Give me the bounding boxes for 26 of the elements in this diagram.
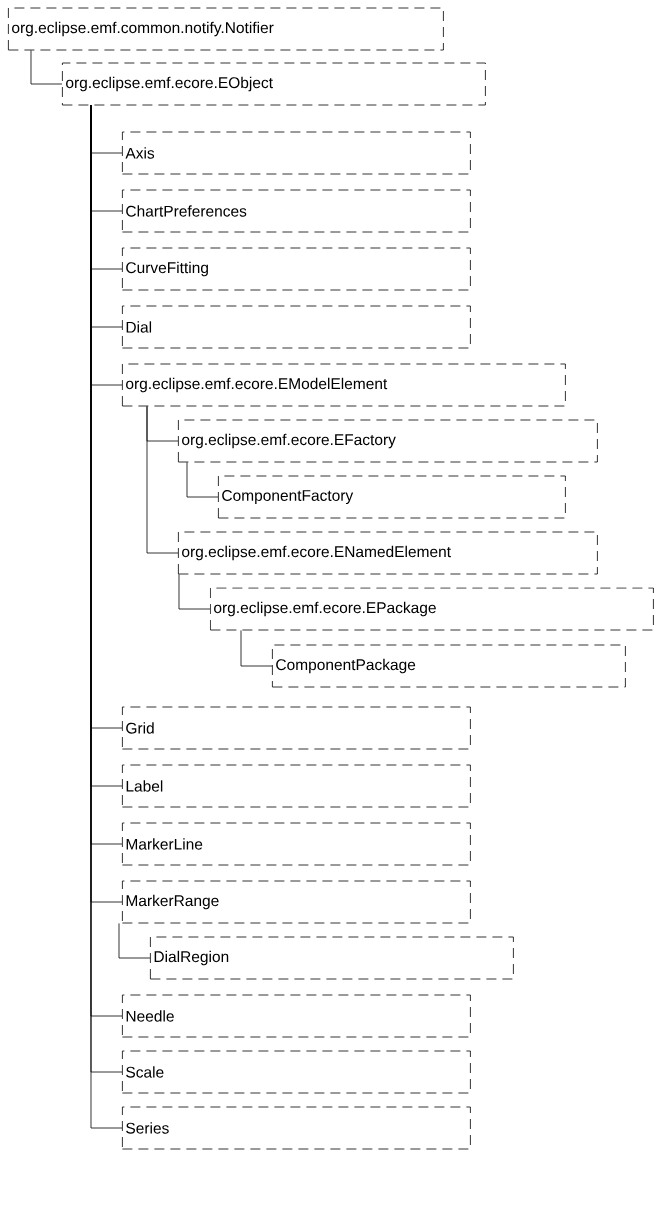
tree-connector — [240, 630, 273, 667]
class-box: ChartPreferences — [122, 189, 471, 233]
class-box: org.eclipse.emf.ecore.ENamedElement — [178, 531, 598, 575]
class-box: Grid — [122, 706, 471, 750]
tree-connector — [118, 923, 151, 959]
class-box: Series — [122, 1106, 471, 1150]
class-box: Dial — [122, 305, 471, 349]
class-box: org.eclipse.emf.ecore.EModelElement — [122, 363, 566, 407]
class-box: Scale — [122, 1050, 471, 1094]
class-box: Needle — [122, 994, 471, 1038]
class-box: org.eclipse.emf.ecore.EFactory — [178, 419, 598, 463]
class-box: org.eclipse.emf.ecore.EObject — [62, 62, 486, 106]
class-box: org.eclipse.emf.common.notify.Notifier — [8, 7, 444, 51]
tree-connector — [30, 50, 63, 85]
class-box: Axis — [122, 131, 471, 175]
class-box: Label — [122, 764, 471, 808]
class-box: DialRegion — [150, 936, 514, 980]
class-box: MarkerLine — [122, 822, 471, 866]
class-box: org.eclipse.emf.ecore.EPackage — [210, 587, 654, 631]
class-box: CurveFitting — [122, 247, 471, 291]
class-box: MarkerRange — [122, 880, 471, 924]
class-box: ComponentFactory — [218, 475, 566, 519]
tree-connector — [146, 406, 179, 554]
class-box: ComponentPackage — [272, 644, 626, 688]
tree-connector — [186, 462, 219, 498]
tree-connector — [178, 574, 211, 610]
